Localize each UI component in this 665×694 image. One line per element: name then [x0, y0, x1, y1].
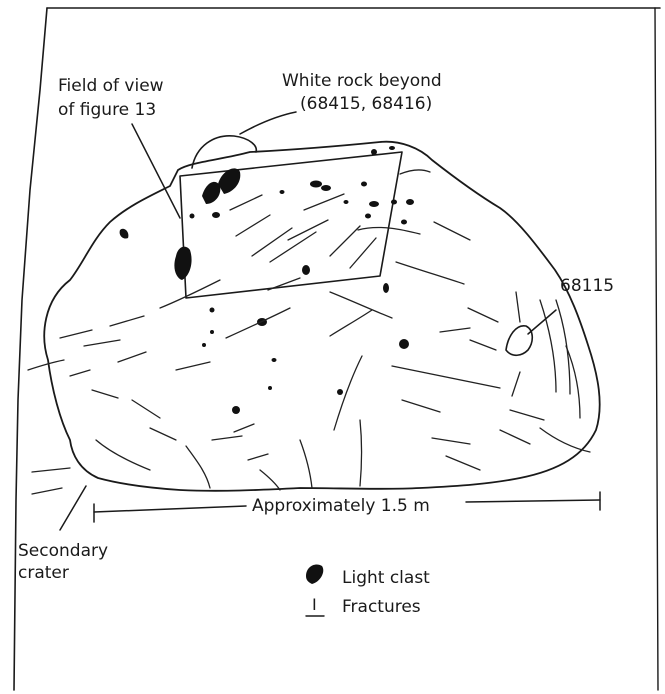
light-clast — [321, 185, 331, 191]
light-clast — [391, 200, 397, 205]
light-clast — [401, 220, 407, 225]
light-clast — [190, 214, 195, 219]
light-clast — [210, 330, 214, 334]
white-rock-outline — [192, 136, 256, 168]
field-of-view-box — [180, 152, 402, 298]
light-clast — [174, 247, 191, 280]
light-clast — [371, 149, 377, 155]
legend: Light clast I Fractures — [306, 564, 430, 617]
secondary-crater-label-line2: crater — [18, 563, 69, 583]
boulder-outline — [44, 142, 599, 491]
light-clast — [268, 386, 272, 390]
scale-label: Approximately 1.5 m — [252, 496, 430, 516]
light-clast — [310, 181, 322, 188]
light-clast — [210, 308, 215, 313]
legend-light-clast-label: Light clast — [342, 568, 430, 588]
light-clast — [202, 343, 206, 347]
light-clast — [202, 182, 220, 204]
white-rock-label: White rock beyond — [282, 71, 442, 91]
legend-light-clast-symbol — [306, 564, 323, 584]
light-clast — [212, 212, 220, 218]
light-clast — [383, 283, 389, 293]
field-of-view-label: Field of view — [58, 76, 164, 96]
light-clast — [369, 201, 379, 207]
light-clast — [361, 182, 367, 187]
field-of-view-label-line2: of figure 13 — [58, 100, 156, 120]
legend-fractures-symbol: I — [312, 595, 317, 614]
legend-fractures-label: Fractures — [342, 597, 421, 617]
light-clast — [272, 358, 277, 362]
fracture-lines — [28, 170, 590, 494]
sample-68115-label: 68115 — [560, 276, 614, 296]
light-clast — [344, 200, 349, 204]
light-clast — [232, 406, 240, 414]
light-clast — [337, 389, 343, 395]
light-clast — [365, 214, 371, 219]
light-clast — [399, 339, 409, 349]
secondary-crater-label: Secondary — [18, 541, 108, 561]
light-clast — [120, 229, 129, 239]
light-clast — [406, 199, 414, 205]
light-clast — [389, 146, 395, 150]
white-rock-samples-label: (68415, 68416) — [300, 94, 432, 114]
light-clast — [302, 265, 310, 275]
light-clast — [280, 190, 285, 194]
sample-68115-outline — [506, 326, 532, 355]
